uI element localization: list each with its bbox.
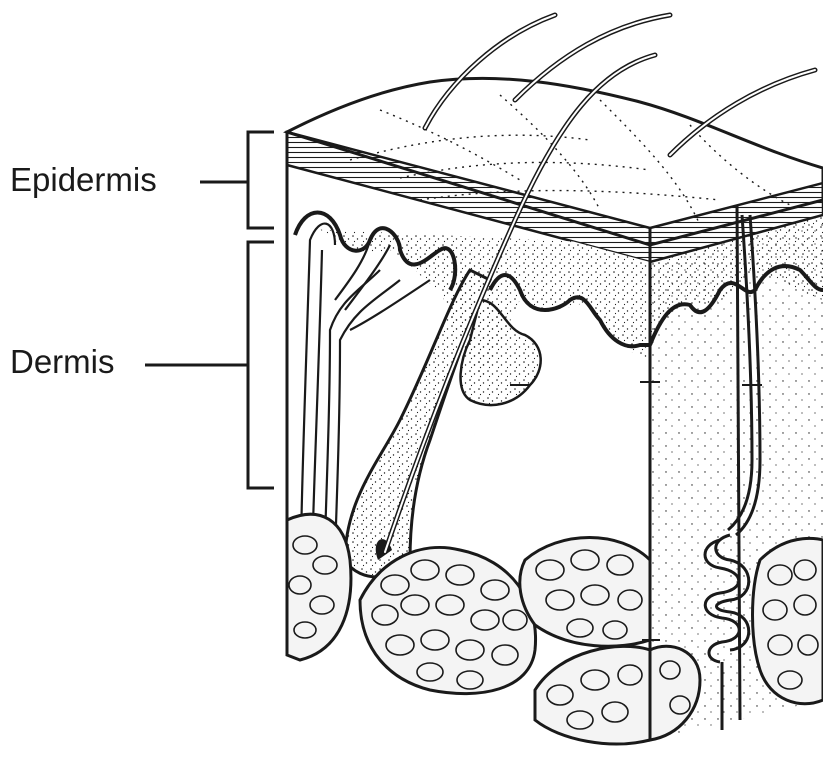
epidermis-bracket <box>200 132 274 228</box>
dermis-bracket <box>145 242 274 488</box>
